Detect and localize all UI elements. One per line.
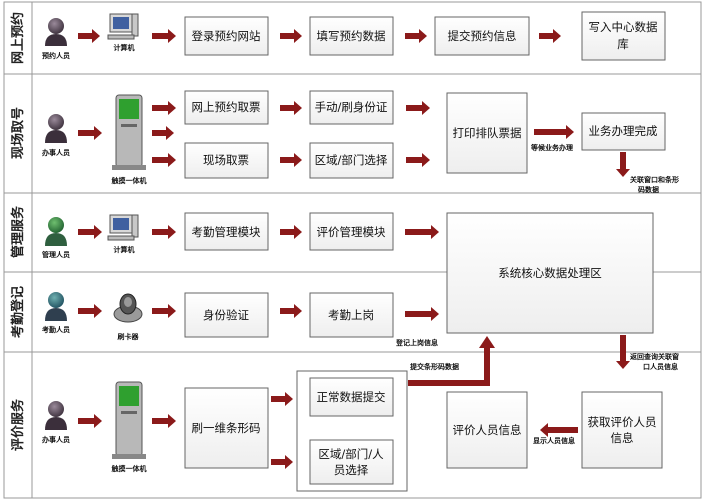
lane-label-onsite: 现场取号	[11, 107, 26, 159]
arrow	[408, 336, 495, 386]
role-label-clerk-2: 办事人员	[42, 435, 70, 444]
lane-label-online: 网上预约	[10, 12, 26, 64]
arrow	[78, 126, 102, 140]
box-evaluator-info: 评价人员信息	[453, 423, 522, 437]
lane-label-management: 管理服务	[10, 205, 26, 258]
lane-label-evaluation: 评价服务	[10, 398, 26, 451]
arrow	[406, 153, 430, 167]
computer-icon	[107, 13, 139, 40]
person-icon	[45, 401, 67, 430]
box-write-db-line1: 写入中心数据	[589, 20, 658, 34]
box-core: 系统核心数据处理区	[498, 266, 602, 280]
arrow	[406, 101, 430, 115]
note-link-window-line2: 码数据	[638, 185, 659, 194]
arrow	[152, 29, 176, 43]
box-business-done: 业务办理完成	[589, 124, 658, 138]
arrow	[280, 101, 302, 115]
arrow	[78, 414, 102, 428]
box-on-duty: 考勤上岗	[328, 308, 374, 322]
box-area-person-line2: 员选择	[334, 463, 369, 477]
box-normal-submit: 正常数据提交	[317, 390, 386, 404]
arrow	[280, 153, 302, 167]
person-icon	[45, 292, 67, 321]
role-label-booker: 预约人员	[42, 51, 70, 60]
arrow	[271, 392, 293, 406]
note-attendance-info: 登记上岗信息	[395, 338, 438, 347]
box-scan-barcode: 刷一维条形码	[192, 421, 261, 435]
arrow	[152, 153, 176, 167]
note-submit-barcode: 提交条形码数据	[409, 362, 459, 371]
flow-arrows	[78, 29, 630, 469]
note-return-query-line1: 返回查询关联窗	[630, 352, 679, 361]
arrow	[540, 423, 578, 437]
arrow	[616, 335, 630, 369]
arrow	[152, 101, 176, 115]
arrow	[78, 225, 102, 239]
arrow	[78, 29, 100, 43]
arrow	[78, 304, 102, 318]
box-submit: 提交预约信息	[448, 29, 517, 43]
arrow	[280, 29, 302, 43]
box-fetch-eval-line1: 获取评价人员	[588, 415, 657, 429]
device-label-computer: 计算机	[114, 43, 135, 52]
note-return-query-line2: 口人员信息	[643, 362, 678, 371]
kiosk-icon	[112, 381, 146, 459]
arrow	[152, 414, 176, 428]
arrow	[271, 455, 293, 469]
arrow	[534, 125, 574, 139]
kiosk-icon	[112, 94, 146, 170]
box-manual-id: 手动/刷身份证	[315, 100, 388, 114]
device-label-kiosk-2: 触摸一体机	[111, 464, 147, 473]
arrow	[152, 225, 176, 239]
arrow	[539, 29, 561, 43]
person-icon	[45, 18, 67, 46]
flow-boxes	[184, 11, 666, 492]
device-label-card-reader: 刷卡器	[117, 332, 140, 341]
arrow	[405, 29, 427, 43]
arrow	[405, 225, 439, 239]
box-online-ticket: 网上预约取票	[192, 100, 261, 114]
note-show-person: 显示人员信息	[533, 436, 575, 445]
arrow	[280, 225, 302, 239]
person-icon	[45, 217, 67, 246]
card-reader-icon	[113, 293, 143, 323]
arrow	[616, 152, 630, 177]
person-icon	[45, 114, 67, 143]
box-attendance-module: 考勤管理模块	[192, 225, 261, 239]
role-label-attendee: 考勤人员	[42, 325, 70, 334]
arrow	[152, 126, 174, 140]
box-write-db-line2: 库	[617, 37, 629, 51]
box-evaluation-module: 评价管理模块	[317, 225, 386, 239]
device-label-kiosk: 触摸一体机	[111, 176, 147, 185]
note-link-window-line1: 关联窗口和条形	[630, 175, 679, 184]
box-area-person-line1: 区域/部门/人	[318, 447, 384, 461]
arrow	[280, 304, 302, 318]
computer-icon	[107, 214, 139, 241]
note-wait-business: 等候业务办理	[530, 143, 573, 152]
box-onsite-ticket: 现场取票	[203, 153, 249, 167]
lane-label-attendance: 考勤登记	[10, 286, 26, 338]
role-label-clerk: 办事人员	[42, 148, 70, 157]
box-login: 登录预约网站	[192, 29, 261, 43]
box-fill: 填写预约数据	[317, 29, 386, 43]
device-label-computer-2: 计算机	[114, 245, 135, 254]
arrow	[152, 304, 176, 318]
box-print-queue: 打印排队票据	[453, 126, 522, 140]
box-fetch-eval-line2: 信息	[611, 431, 634, 445]
role-label-manager: 管理人员	[42, 250, 70, 259]
box-id-verify: 身份验证	[203, 308, 249, 322]
arrow	[405, 307, 439, 321]
box-area-select: 区域/部门选择	[315, 153, 388, 167]
